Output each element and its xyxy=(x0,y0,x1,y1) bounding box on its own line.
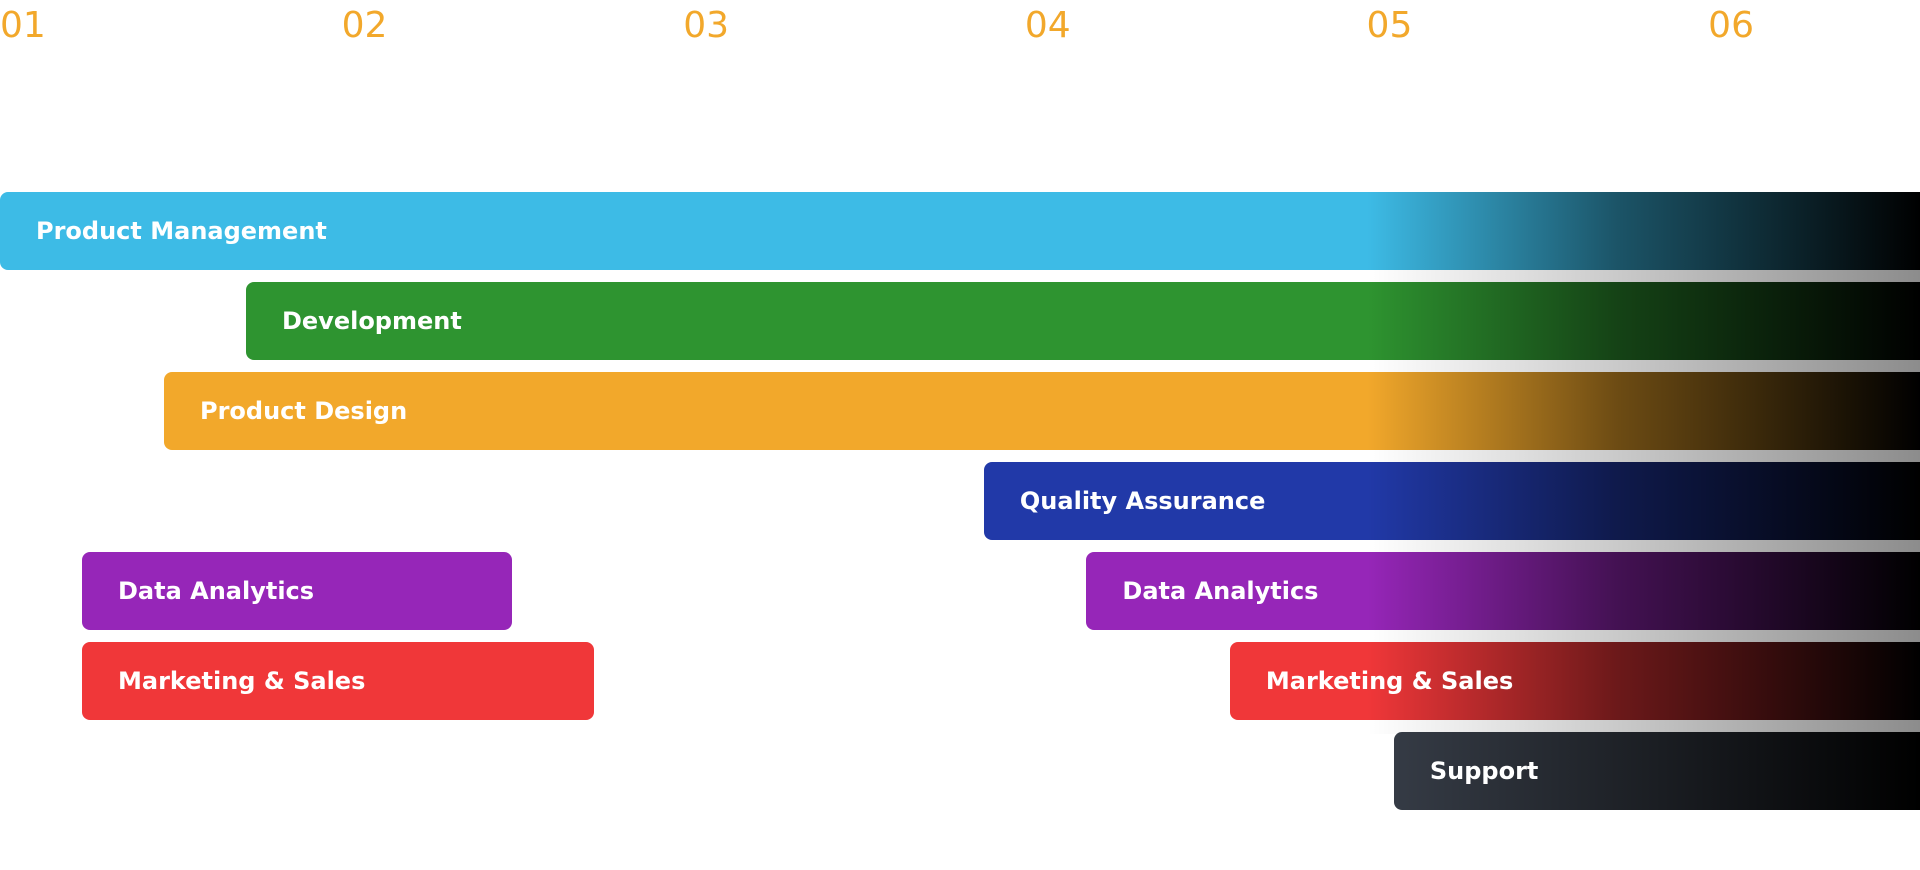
bar-label: Marketing & Sales xyxy=(117,667,366,695)
bar-marketing-sales: Marketing & Sales xyxy=(1229,642,1920,720)
bar-support: Support xyxy=(1393,732,1920,810)
bar-data-analytics: Data Analytics xyxy=(81,552,513,630)
bar-fade xyxy=(1366,462,1920,540)
bar-fade xyxy=(1366,192,1920,270)
bar-label: Data Analytics xyxy=(117,577,315,605)
bar-label: Marketing & Sales xyxy=(1265,667,1514,695)
bar-development: Development xyxy=(245,282,1920,360)
x-tick-label-04: 04 xyxy=(1024,5,1071,46)
x-tick-label-01: 01 xyxy=(0,5,46,46)
bar-data-analytics: Data Analytics xyxy=(1086,552,1920,630)
x-tick-label-05: 05 xyxy=(1366,5,1413,46)
bar-product-design: Product Design xyxy=(163,372,1920,450)
bar-label: Data Analytics xyxy=(1122,577,1319,605)
bar-fade xyxy=(1366,552,1920,630)
x-tick-label-02: 02 xyxy=(341,5,388,46)
bar-label: Product Design xyxy=(199,397,408,425)
bar-label: Support xyxy=(1429,757,1539,785)
x-tick-label-03: 03 xyxy=(683,5,730,46)
bar-quality-assurance: Quality Assurance xyxy=(983,462,1920,540)
bar-label: Quality Assurance xyxy=(1019,487,1266,515)
bar-fade xyxy=(1366,372,1920,450)
bar-marketing-sales: Marketing & Sales xyxy=(81,642,595,720)
bar-label: Development xyxy=(281,307,462,335)
bar-label: Product Management xyxy=(36,217,327,245)
bar-fade xyxy=(1366,282,1920,360)
x-tick-label-06: 06 xyxy=(1708,5,1754,46)
bar-product-management: Product Management xyxy=(0,192,1920,270)
